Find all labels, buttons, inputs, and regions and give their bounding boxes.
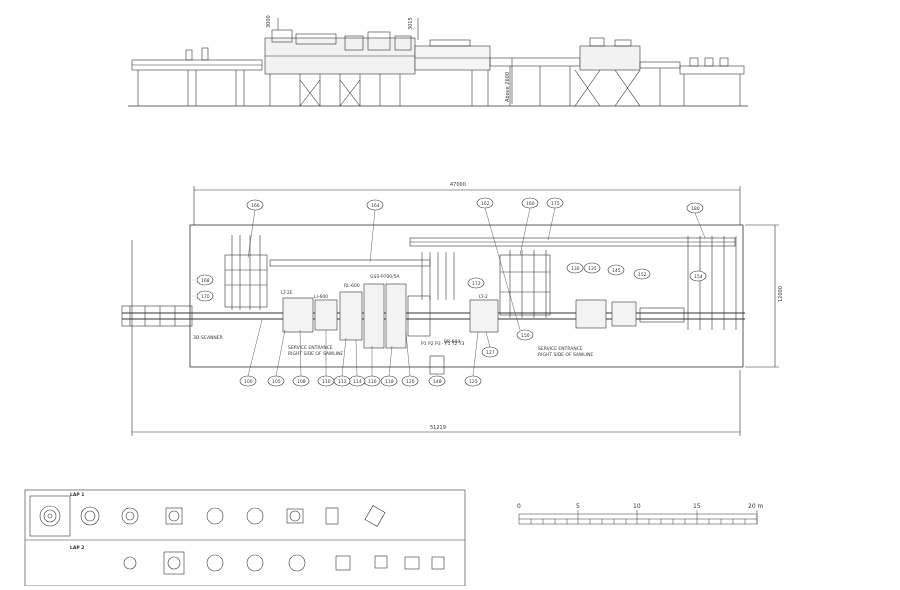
callout: 116 — [363, 375, 381, 387]
svg-text:170: 170 — [201, 294, 210, 300]
svg-text:172: 172 — [472, 281, 481, 287]
svg-text:100: 100 — [244, 379, 253, 385]
callout: 160 — [521, 197, 539, 209]
callout: 120 — [401, 375, 419, 387]
callout: 100 — [239, 375, 257, 387]
callouts: 166 164 162 160 175 180 168 170 172 130 … — [196, 197, 707, 387]
svg-text:162: 162 — [481, 201, 490, 207]
callout: 114 — [348, 375, 366, 387]
side-dim-b: 3015 — [408, 17, 414, 30]
plan-view — [121, 186, 779, 436]
label-service-left-2: RIGHT SIDE OF SAWLINE — [288, 351, 343, 357]
scale-tick-10: 10 — [633, 503, 641, 510]
svg-text:112: 112 — [338, 379, 347, 385]
label-lt2e: LT-2E — [281, 290, 293, 296]
label-3d-scanner: 3D-SCANNER — [193, 335, 223, 341]
label-service-left-1: SERVICE ENTRANCE — [288, 345, 333, 351]
callout: 172 — [467, 277, 485, 289]
svg-text:180: 180 — [691, 206, 700, 212]
svg-text:118: 118 — [385, 379, 394, 385]
callout: 130 — [566, 262, 584, 274]
callout: 154 — [689, 270, 707, 282]
lap-legend — [24, 489, 466, 587]
lap2-label: LAP 2 — [70, 545, 84, 551]
side-dim-height: Above 2600 — [505, 72, 511, 102]
label-br600: BR-600 — [444, 339, 460, 345]
callout: 168 — [196, 274, 214, 286]
callout: 150 — [516, 329, 534, 341]
lap1-label: LAP 1 — [70, 492, 84, 498]
svg-text:130: 130 — [571, 266, 580, 272]
label-pstations: P1 P2 P3 · F1 T2 T3 — [421, 341, 465, 347]
svg-text:120: 120 — [406, 379, 415, 385]
scale-tick-20: 20 m — [748, 503, 764, 510]
scale-tick-15: 15 — [693, 503, 701, 510]
leader-lines — [247, 207, 706, 377]
callout: 175 — [546, 197, 564, 209]
plan-dim-bottom: 51219 — [430, 425, 446, 431]
callout: 145 — [607, 264, 625, 276]
svg-text:110: 110 — [322, 379, 331, 385]
side-elevation — [128, 18, 748, 107]
callout: 108 — [292, 375, 310, 387]
scale-bar — [518, 510, 758, 525]
svg-text:135: 135 — [588, 266, 597, 272]
svg-text:125: 125 — [469, 379, 478, 385]
callout: 127 — [481, 346, 499, 358]
callout: 110 — [317, 375, 335, 387]
svg-text:175: 175 — [551, 201, 560, 207]
svg-text:108: 108 — [297, 379, 306, 385]
label-gss: GSS-P700/5A — [370, 274, 401, 280]
svg-text:150: 150 — [521, 333, 530, 339]
svg-text:164: 164 — [371, 203, 380, 209]
scale-tick-0: 0 — [517, 503, 521, 510]
svg-text:166: 166 — [251, 203, 260, 209]
svg-text:127: 127 — [486, 350, 495, 356]
callout: 164 — [366, 199, 384, 211]
callout: 162 — [476, 197, 494, 209]
svg-text:148: 148 — [433, 379, 442, 385]
side-dim-a: 3000 — [266, 15, 272, 28]
callout: 105 — [267, 375, 285, 387]
label-li600: LI-600 — [314, 294, 328, 300]
callout: 118 — [380, 375, 398, 387]
plan-dim-right: 12000 — [778, 286, 784, 302]
callout: 112 — [333, 375, 351, 387]
label-rl600: RL-600 — [344, 283, 360, 289]
svg-text:105: 105 — [272, 379, 281, 385]
label-service-right-1: SERVICE ENTRANCE — [538, 346, 583, 352]
callout: 148 — [428, 375, 446, 387]
svg-text:145: 145 — [612, 268, 621, 274]
svg-text:116: 116 — [368, 379, 377, 385]
svg-text:160: 160 — [526, 201, 535, 207]
callout: 135 — [583, 262, 601, 274]
callout: 166 — [246, 199, 264, 211]
callout: 125 — [464, 375, 482, 387]
callout: 170 — [196, 290, 214, 302]
callout: 152 — [633, 268, 651, 280]
scale-tick-5: 5 — [576, 503, 580, 510]
callout: 180 — [686, 202, 704, 214]
svg-text:168: 168 — [201, 278, 210, 284]
label-lt2: LT-2 — [479, 294, 488, 300]
plan-dim-top: 47000 — [450, 182, 466, 188]
svg-text:154: 154 — [694, 274, 703, 280]
svg-text:114: 114 — [353, 379, 362, 385]
svg-text:152: 152 — [638, 272, 647, 278]
label-service-right-2: RIGHT SIDE OF SAWLINE — [538, 352, 593, 358]
